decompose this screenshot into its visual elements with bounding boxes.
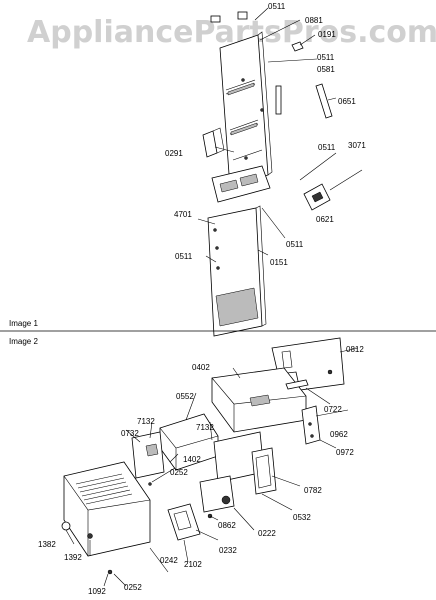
screws <box>213 78 264 270</box>
callout-label: 1382 <box>38 540 56 549</box>
callout-label: 0722 <box>324 405 342 414</box>
callout-label: 2102 <box>184 560 202 569</box>
callout-label: 0651 <box>338 97 356 106</box>
callout-label: 1092 <box>88 587 106 596</box>
callout-label: 3071 <box>348 141 366 150</box>
callout-label: 0511 <box>175 252 193 261</box>
callout-label: 0532 <box>293 513 311 522</box>
image1-drawing <box>197 7 363 337</box>
air-duct-panel <box>219 34 269 189</box>
callout-label: 1402 <box>183 455 201 464</box>
callout-label: 0962 <box>330 430 348 439</box>
front-cover <box>63 461 151 557</box>
knob <box>61 521 71 531</box>
callout-label: 0252 <box>170 468 188 477</box>
pin <box>285 379 309 390</box>
side-box <box>202 130 218 158</box>
frame-plate <box>251 447 277 495</box>
small-pad <box>291 41 304 52</box>
callout-label: 4701 <box>174 210 192 219</box>
motor <box>199 475 235 513</box>
callout-label: 0291 <box>165 149 183 158</box>
callout-label: 0222 <box>258 529 276 538</box>
callout-label: 0552 <box>176 392 194 401</box>
callout-label: 0191 <box>318 30 336 39</box>
section-title-image2: Image 2 <box>9 337 38 346</box>
callout-label: 7132 <box>196 423 214 432</box>
callout-label: 1392 <box>64 553 82 562</box>
bent-bar <box>315 83 333 119</box>
image1-callouts: 0511 0881 0191 0511 0581 0651 0291 0511 … <box>165 2 366 267</box>
callout-label: 0732 <box>121 429 139 438</box>
leader-lines-image2 <box>65 347 359 587</box>
small-block <box>237 11 248 20</box>
callout-label: 0862 <box>218 521 236 530</box>
image2-drawing <box>61 337 345 575</box>
section-title-image1: Image 1 <box>9 319 38 328</box>
callout-label: 0242 <box>160 556 178 565</box>
callout-label: 0511 <box>268 2 286 11</box>
image2-callouts: 0812 0402 0722 0552 7132 0732 7132 1402 … <box>38 345 364 596</box>
callout-label: 0511 <box>318 143 336 152</box>
callout-label: 0581 <box>317 65 335 74</box>
callout-label: 0511 <box>317 53 335 62</box>
leader-lines-image1 <box>197 7 337 263</box>
callout-label: 0402 <box>192 363 210 372</box>
vent-slots <box>75 473 133 505</box>
grille <box>215 287 259 327</box>
callout-label: 0782 <box>304 486 322 495</box>
callout-label: 0972 <box>336 448 354 457</box>
strip <box>275 85 282 115</box>
trigger-plate <box>167 503 201 541</box>
callout-label: 0621 <box>316 215 334 224</box>
callout-label: 7132 <box>137 417 155 426</box>
small-clip <box>210 15 221 23</box>
callout-label: 0252 <box>124 583 142 592</box>
callout-label: 0812 <box>346 345 364 354</box>
callout-label: 0881 <box>305 16 323 25</box>
callout-label: 0151 <box>270 258 288 267</box>
callout-label: 0232 <box>219 546 237 555</box>
callout-label: 0511 <box>286 240 304 249</box>
